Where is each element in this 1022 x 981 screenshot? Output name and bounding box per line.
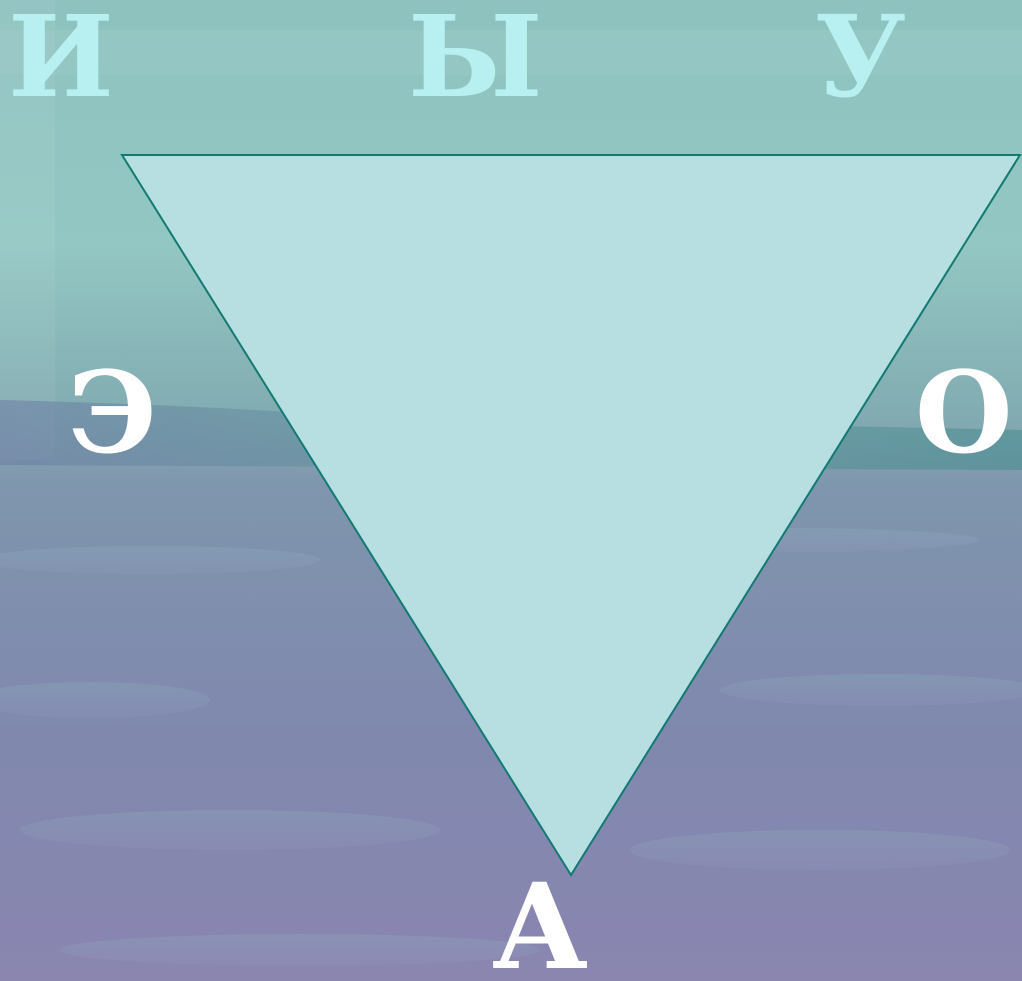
letter-a: А [492,868,588,981]
letter-o: О [915,358,1013,470]
letter-u: У [815,2,906,114]
letter-e: Э [68,358,157,470]
letter-y: Ы [408,2,543,114]
letter-i: И [8,2,114,114]
